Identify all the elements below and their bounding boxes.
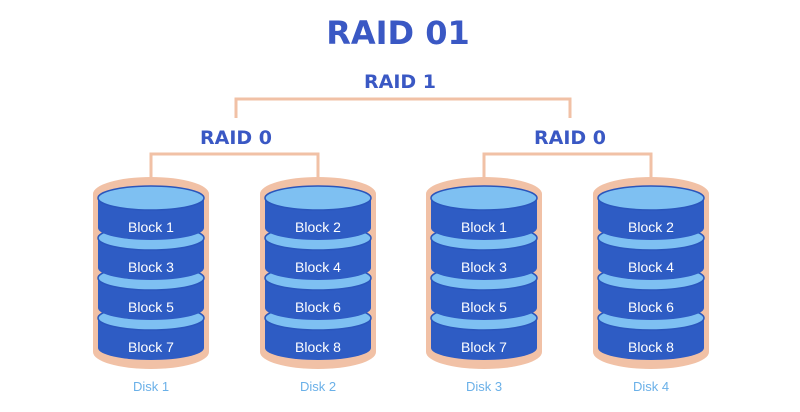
diagram-title: RAID 01 xyxy=(326,14,470,52)
block-label: Block 3 xyxy=(128,259,174,275)
disk-label: Disk 1 xyxy=(133,379,169,394)
block-label: Block 1 xyxy=(128,219,174,235)
block-top xyxy=(597,185,705,211)
block-top xyxy=(430,185,538,211)
disk-label: Disk 4 xyxy=(633,379,669,394)
block-label: Block 4 xyxy=(628,259,674,275)
disk-1: Block 7 Block 5 Block 3 Block 1 Disk 1 xyxy=(93,177,209,394)
block-label: Block 4 xyxy=(295,259,341,275)
raid0-connector-left xyxy=(149,152,320,182)
disk-2: Block 8 Block 6 Block 4 Block 2 Disk 2 xyxy=(260,177,376,394)
block-label: Block 2 xyxy=(295,219,341,235)
raid1-label: RAID 1 xyxy=(364,71,436,93)
block-label: Block 6 xyxy=(295,299,341,315)
block-label: Block 1 xyxy=(461,219,507,235)
disk-label: Disk 2 xyxy=(300,379,336,394)
block-label: Block 5 xyxy=(461,299,507,315)
block-label: Block 2 xyxy=(628,219,674,235)
raid0-label-right: RAID 0 xyxy=(534,127,606,149)
block-label: Block 7 xyxy=(128,339,174,355)
block-label: Block 8 xyxy=(628,339,674,355)
block-label: Block 8 xyxy=(295,339,341,355)
disk-4: Block 8 Block 6 Block 4 Block 2 Disk 4 xyxy=(593,177,709,394)
raid0-label-left: RAID 0 xyxy=(200,127,272,149)
block-label: Block 5 xyxy=(128,299,174,315)
block-label: Block 3 xyxy=(461,259,507,275)
block-top xyxy=(264,185,372,211)
block-label: Block 7 xyxy=(461,339,507,355)
block-1: Block 1 xyxy=(97,185,205,240)
raid0-connector-right xyxy=(482,152,653,182)
block-top xyxy=(97,185,205,211)
disk-label: Disk 3 xyxy=(466,379,502,394)
block-1: Block 2 xyxy=(597,185,705,240)
disk-3: Block 7 Block 5 Block 3 Block 1 Disk 3 xyxy=(426,177,542,394)
raid1-connector xyxy=(234,97,572,118)
block-1: Block 2 xyxy=(264,185,372,240)
block-1: Block 1 xyxy=(430,185,538,240)
block-label: Block 6 xyxy=(628,299,674,315)
